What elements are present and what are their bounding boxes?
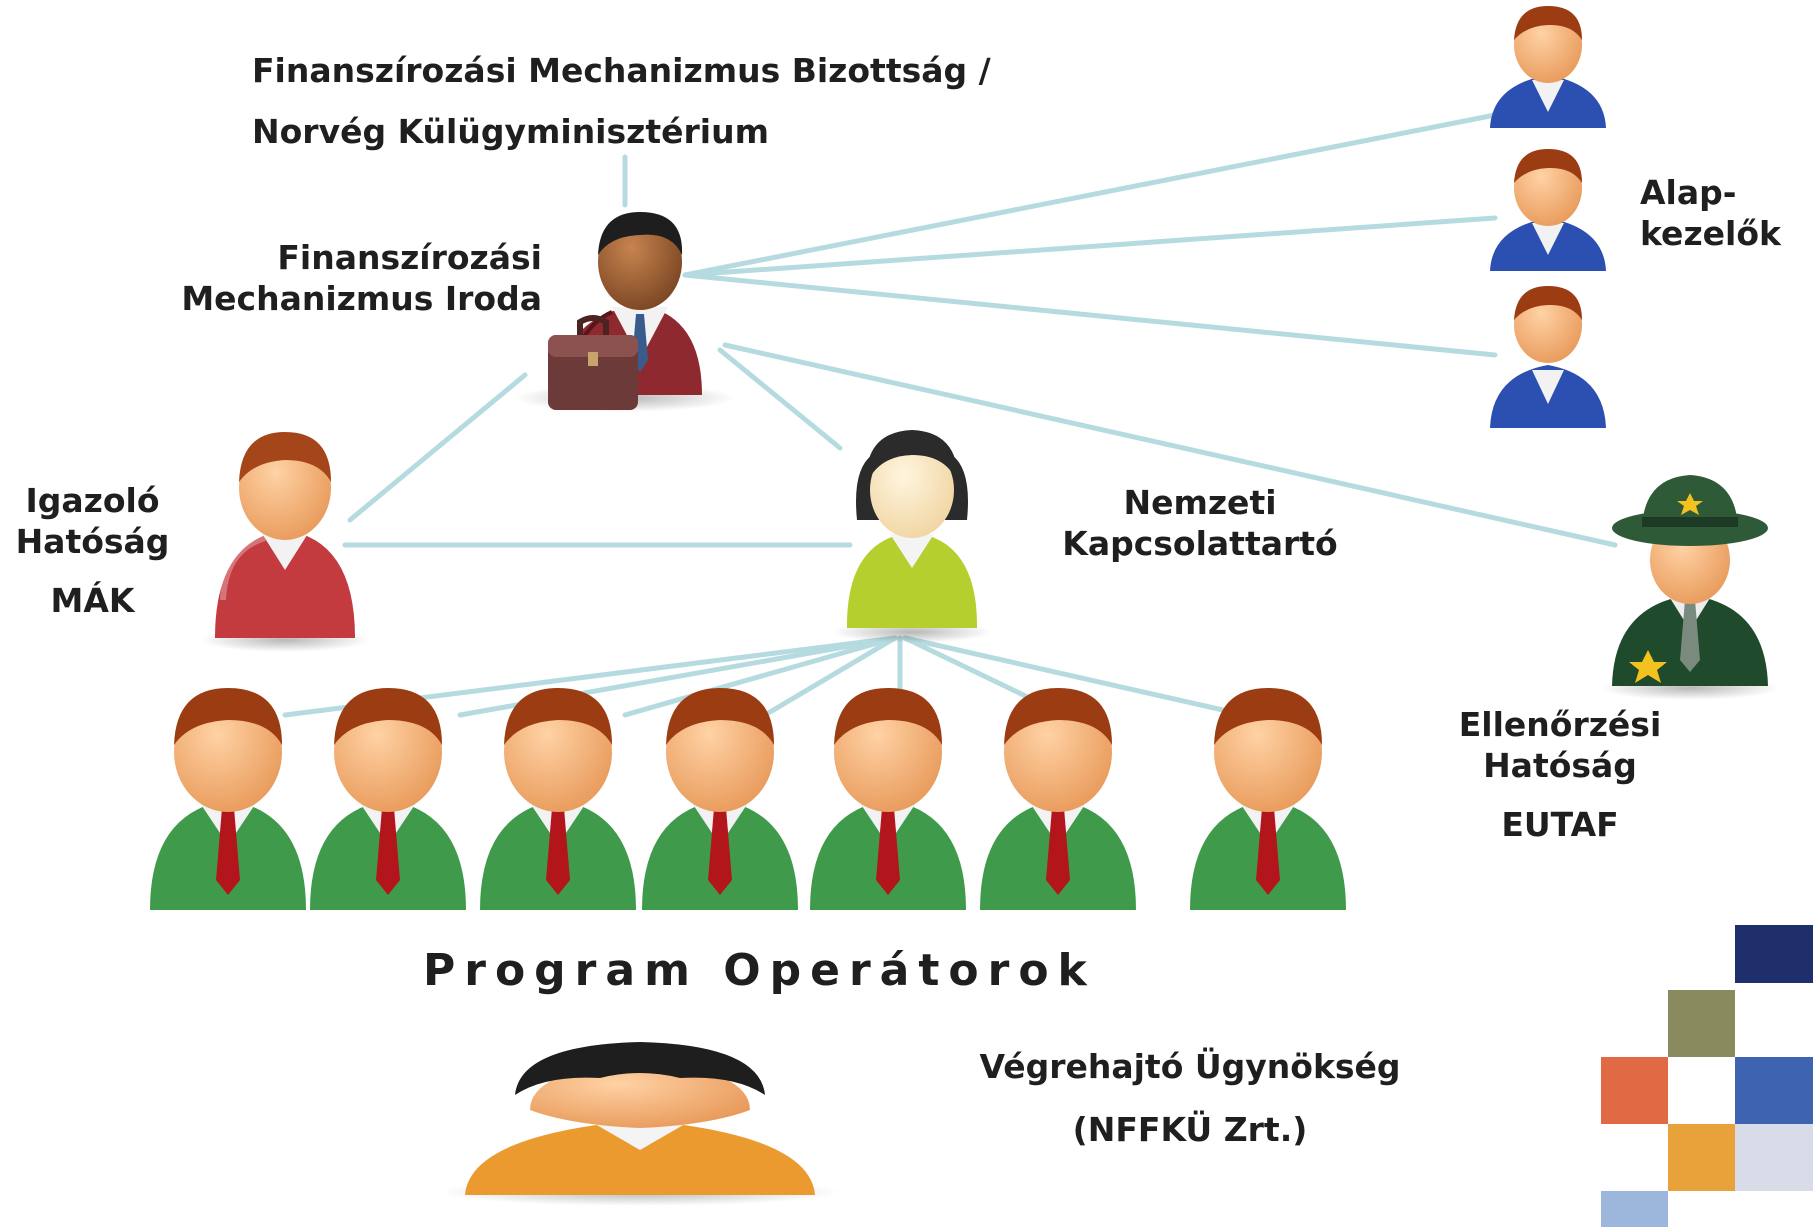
committee-label-line-2: Norvég Külügyminisztérium bbox=[252, 112, 769, 151]
decorative-squares bbox=[1601, 925, 1813, 1227]
connector-office-fund-1 bbox=[682, 112, 1498, 278]
audit-authority-label-line-2: Hatóság bbox=[1483, 746, 1637, 785]
connector-office-fund-3 bbox=[682, 272, 1498, 358]
connector-national-operator-4 bbox=[762, 635, 898, 718]
implementing-agency-label-line-2: (NFFKÜ Zrt.) bbox=[1072, 1110, 1308, 1149]
person-red-icon bbox=[200, 432, 370, 652]
national-contact-label-line-2: Kapcsolattartó bbox=[1062, 524, 1338, 563]
committee-label-line-1: Finanszírozási Mechanizmus Bizottság / bbox=[252, 51, 991, 90]
woman-green-icon bbox=[832, 430, 992, 643]
program-operators bbox=[150, 688, 1346, 910]
person-green-icon bbox=[810, 688, 966, 910]
fund-managers-label: Alap- kezelők bbox=[1640, 172, 1781, 254]
office-label: Finanszírozási Mechanizmus Iroda bbox=[140, 237, 542, 319]
person-blue-icon bbox=[1490, 286, 1606, 428]
person-green-icon bbox=[480, 688, 636, 910]
person-green-icon bbox=[150, 688, 306, 910]
connector-national-operator-3 bbox=[622, 635, 898, 718]
connector-office-national bbox=[717, 347, 843, 451]
police-officer-icon bbox=[1600, 475, 1780, 700]
person-orange-icon bbox=[440, 1042, 840, 1206]
certifying-authority-label: Igazoló Hatóság MÁK bbox=[0, 480, 185, 621]
office-label-line-1: Finanszírozási bbox=[277, 238, 542, 277]
audit-authority-label-line-1: Ellenőrzési bbox=[1458, 705, 1662, 744]
connector-office-certifying bbox=[347, 372, 528, 523]
certifying-authority-label-line-2: Hatóság bbox=[15, 522, 170, 561]
businessman-briefcase-icon bbox=[515, 212, 735, 412]
person-blue-icon bbox=[1490, 6, 1606, 128]
implementing-agency-label-line-1: Végrehajtó Ügynökség bbox=[979, 1047, 1401, 1086]
connector-national-operator-7 bbox=[902, 635, 1248, 718]
fund-managers bbox=[1490, 6, 1606, 428]
office-label-line-2: Mechanizmus Iroda bbox=[181, 279, 542, 318]
person-green-icon bbox=[980, 688, 1136, 910]
program-operators-label: Program Operátorok bbox=[423, 945, 1096, 996]
fund-managers-label-line-2: kezelők bbox=[1640, 214, 1781, 253]
person-blue-icon bbox=[1490, 149, 1606, 271]
connector-office-fund-2 bbox=[682, 215, 1498, 278]
committee-label: Finanszírozási Mechanizmus Bizottság / N… bbox=[252, 40, 991, 162]
certifying-authority-label-line-1: Igazoló bbox=[25, 481, 160, 520]
audit-authority-label: Ellenőrzési Hatóság EUTAF bbox=[1430, 704, 1690, 845]
fund-managers-label-line-1: Alap- bbox=[1640, 173, 1737, 212]
person-green-icon bbox=[642, 688, 798, 910]
implementing-agency-label: Végrehajtó Ügynökség (NFFKÜ Zrt.) bbox=[955, 1035, 1425, 1161]
connector-office-audit bbox=[722, 342, 1618, 548]
audit-authority-org: EUTAF bbox=[1501, 805, 1619, 844]
national-contact-label-line-1: Nemzeti bbox=[1123, 483, 1277, 522]
person-green-icon bbox=[1190, 688, 1346, 910]
national-contact-label: Nemzeti Kapcsolattartó bbox=[1040, 482, 1360, 564]
certifying-authority-org: MÁK bbox=[50, 581, 135, 620]
person-green-icon bbox=[310, 688, 466, 910]
